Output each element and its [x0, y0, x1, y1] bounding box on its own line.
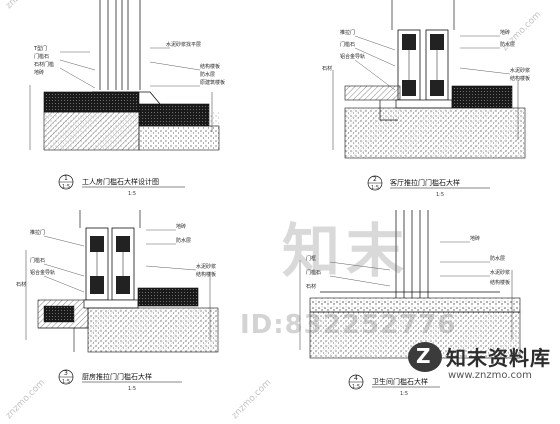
- p3-label-0: 推拉门: [30, 229, 45, 236]
- p2-label-7: 结构楼板: [510, 75, 530, 82]
- p3-number: 3: [64, 370, 68, 377]
- detail-panel-3: 推拉门 门槛石 铝合金导轨 石材 地砖 防水层 水泥砂浆 结构楼板 3 1:5 …: [16, 210, 219, 392]
- p2-label-3: 石材: [322, 65, 332, 72]
- p2-label-1: 门槛石: [340, 41, 355, 48]
- p2-label-6: 水泥砂浆: [510, 67, 530, 74]
- p1-scale: 1:5: [128, 191, 136, 197]
- p4-label-4: 防水层: [490, 255, 505, 262]
- p1-number: 1: [64, 175, 68, 182]
- brand-logo-letter: Z: [416, 344, 431, 368]
- detail-panel-2: 推拉门 门槛石 铝合金导轨 石材 地砖 防水层 水泥砂浆 结构楼板 2 1:5 …: [322, 0, 530, 198]
- p2-label-5: 防水层: [500, 41, 515, 48]
- p4-scale: 1:5: [400, 391, 408, 397]
- p3-label-7: 结构楼板: [196, 271, 216, 278]
- p3-scale-tag: 1:5: [62, 379, 70, 385]
- brand-url: www.znzmo.com: [448, 370, 532, 381]
- p3-label-4: 地砖: [176, 223, 186, 230]
- p1-label-3: 地砖: [34, 69, 44, 76]
- watermark-big-text: 知末: [282, 217, 411, 285]
- p2-label-0: 推拉门: [340, 29, 355, 36]
- p4-title: 卫生间门槛石大样: [372, 377, 428, 386]
- brand-logo-icon: Z: [408, 342, 442, 372]
- p2-scale-tag: 1:5: [371, 185, 379, 191]
- detail-panel-1: T型门 门槛石 石材门槛 地砖 水泥砂浆找平层 结构楼板 防水层 原建筑楼板 1…: [29, 0, 225, 197]
- p4-label-1: 门槛石: [306, 269, 321, 276]
- p4-label-6: 结构楼板: [490, 279, 510, 286]
- p1-title: 工人房门槛石大样设计图: [82, 177, 159, 186]
- p1-label-7: 原建筑楼板: [200, 79, 225, 86]
- p3-title: 厨房推拉门门槛石大样: [82, 372, 152, 381]
- p1-label-0: T型门: [33, 45, 47, 52]
- p1-scale-tag: 1:5: [62, 184, 70, 190]
- p1-label-5: 结构楼板: [200, 63, 220, 70]
- p4-label-2: 石材: [306, 283, 316, 290]
- p1-label-1: 门槛石: [34, 53, 49, 60]
- p4-number: 4: [354, 375, 358, 382]
- p3-label-2: 铝合金导轨: [30, 269, 55, 276]
- p3-label-6: 水泥砂浆: [196, 263, 216, 270]
- p3-label-1: 门槛石: [30, 257, 45, 264]
- p1-label-4: 水泥砂浆找平层: [166, 41, 201, 48]
- p4-label-3: 地砖: [470, 235, 480, 242]
- p4-label-0: 门框: [306, 255, 316, 262]
- p4-label-5: 水泥砂浆: [490, 269, 510, 276]
- watermark-brand: Z 知末资料库 www.znzmo.com: [408, 340, 554, 408]
- brand-name: 知末资料库: [446, 346, 551, 370]
- watermark-id: ID:832252776: [240, 310, 457, 340]
- p1-label-2: 石材门槛: [34, 61, 54, 68]
- p2-label-2: 铝合金导轨: [340, 53, 365, 60]
- p3-scale: 1:5: [128, 386, 136, 392]
- p2-scale: 1:5: [436, 192, 444, 198]
- p3-label-3: 石材: [16, 281, 26, 288]
- p1-label-6: 防水层: [200, 71, 215, 78]
- p2-title: 客厅推拉门门槛石大样: [390, 178, 460, 187]
- p2-label-4: 地砖: [500, 29, 510, 36]
- p3-label-5: 防水层: [176, 237, 191, 244]
- p4-scale-tag: 1:5: [352, 384, 360, 390]
- p2-number: 2: [373, 176, 377, 183]
